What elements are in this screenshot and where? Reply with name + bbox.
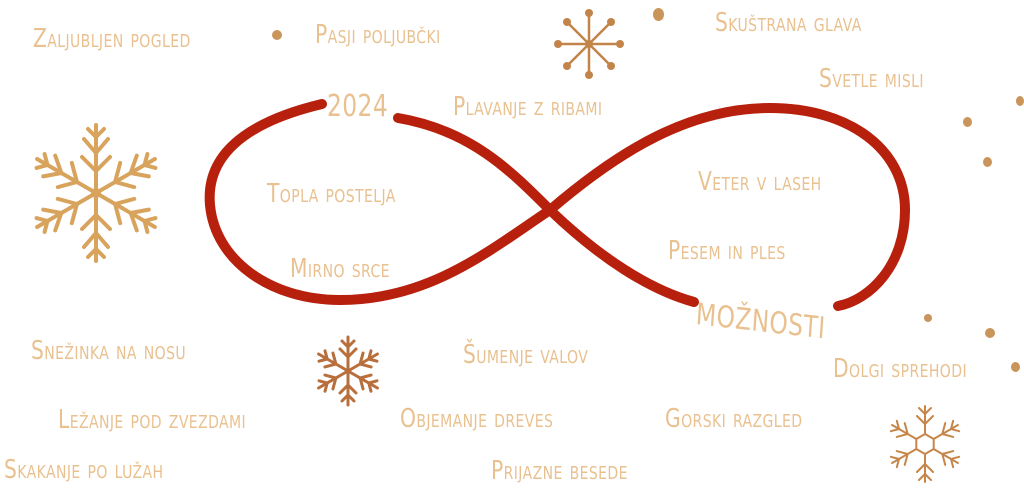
snowflake-icon <box>313 335 383 407</box>
decor-dot <box>272 30 282 40</box>
phrase: Dolgi sprehodi <box>833 354 967 384</box>
decor-dot <box>1011 362 1020 372</box>
phrase: Prijazne besede <box>491 456 628 486</box>
phrase: Objemanje dreves <box>400 404 554 434</box>
year-label: 2024 <box>327 89 389 124</box>
infinity-left-loop <box>204 99 555 306</box>
decor-dot <box>983 157 992 167</box>
snowflake-icon <box>887 405 963 483</box>
phrase: Skuštrana glava <box>715 8 862 38</box>
phrase: Gorski razgled <box>665 404 803 434</box>
decor-dot <box>653 8 664 21</box>
phrase: Veter v laseh <box>698 167 822 197</box>
phrase: Pasji poljubčki <box>315 20 441 50</box>
decor-dot <box>1016 96 1024 106</box>
phrase: Ležanje pod zvezdami <box>58 405 247 435</box>
phrase: Pesem in ples <box>668 236 786 266</box>
snowflake-icon <box>28 123 164 263</box>
phrase: Snežinka na nosu <box>31 336 187 366</box>
phrase: Zaljubljen pogled <box>33 24 191 54</box>
phrase: Šumenje valov <box>463 340 589 370</box>
infinity-strokes <box>204 99 911 311</box>
snowflake-icon <box>554 9 624 79</box>
decor-dot <box>963 117 972 127</box>
decor-dot <box>985 328 995 338</box>
infinity-right-loop <box>545 102 911 311</box>
phrase: Svetle misli <box>819 64 924 94</box>
phrase: Topla postelja <box>267 179 396 209</box>
phrase: Mirno srce <box>290 254 390 284</box>
phrase: Skakanje po lužah <box>4 455 164 485</box>
phrase: Plavanje z ribami <box>453 92 603 122</box>
decor-dot <box>924 314 932 322</box>
